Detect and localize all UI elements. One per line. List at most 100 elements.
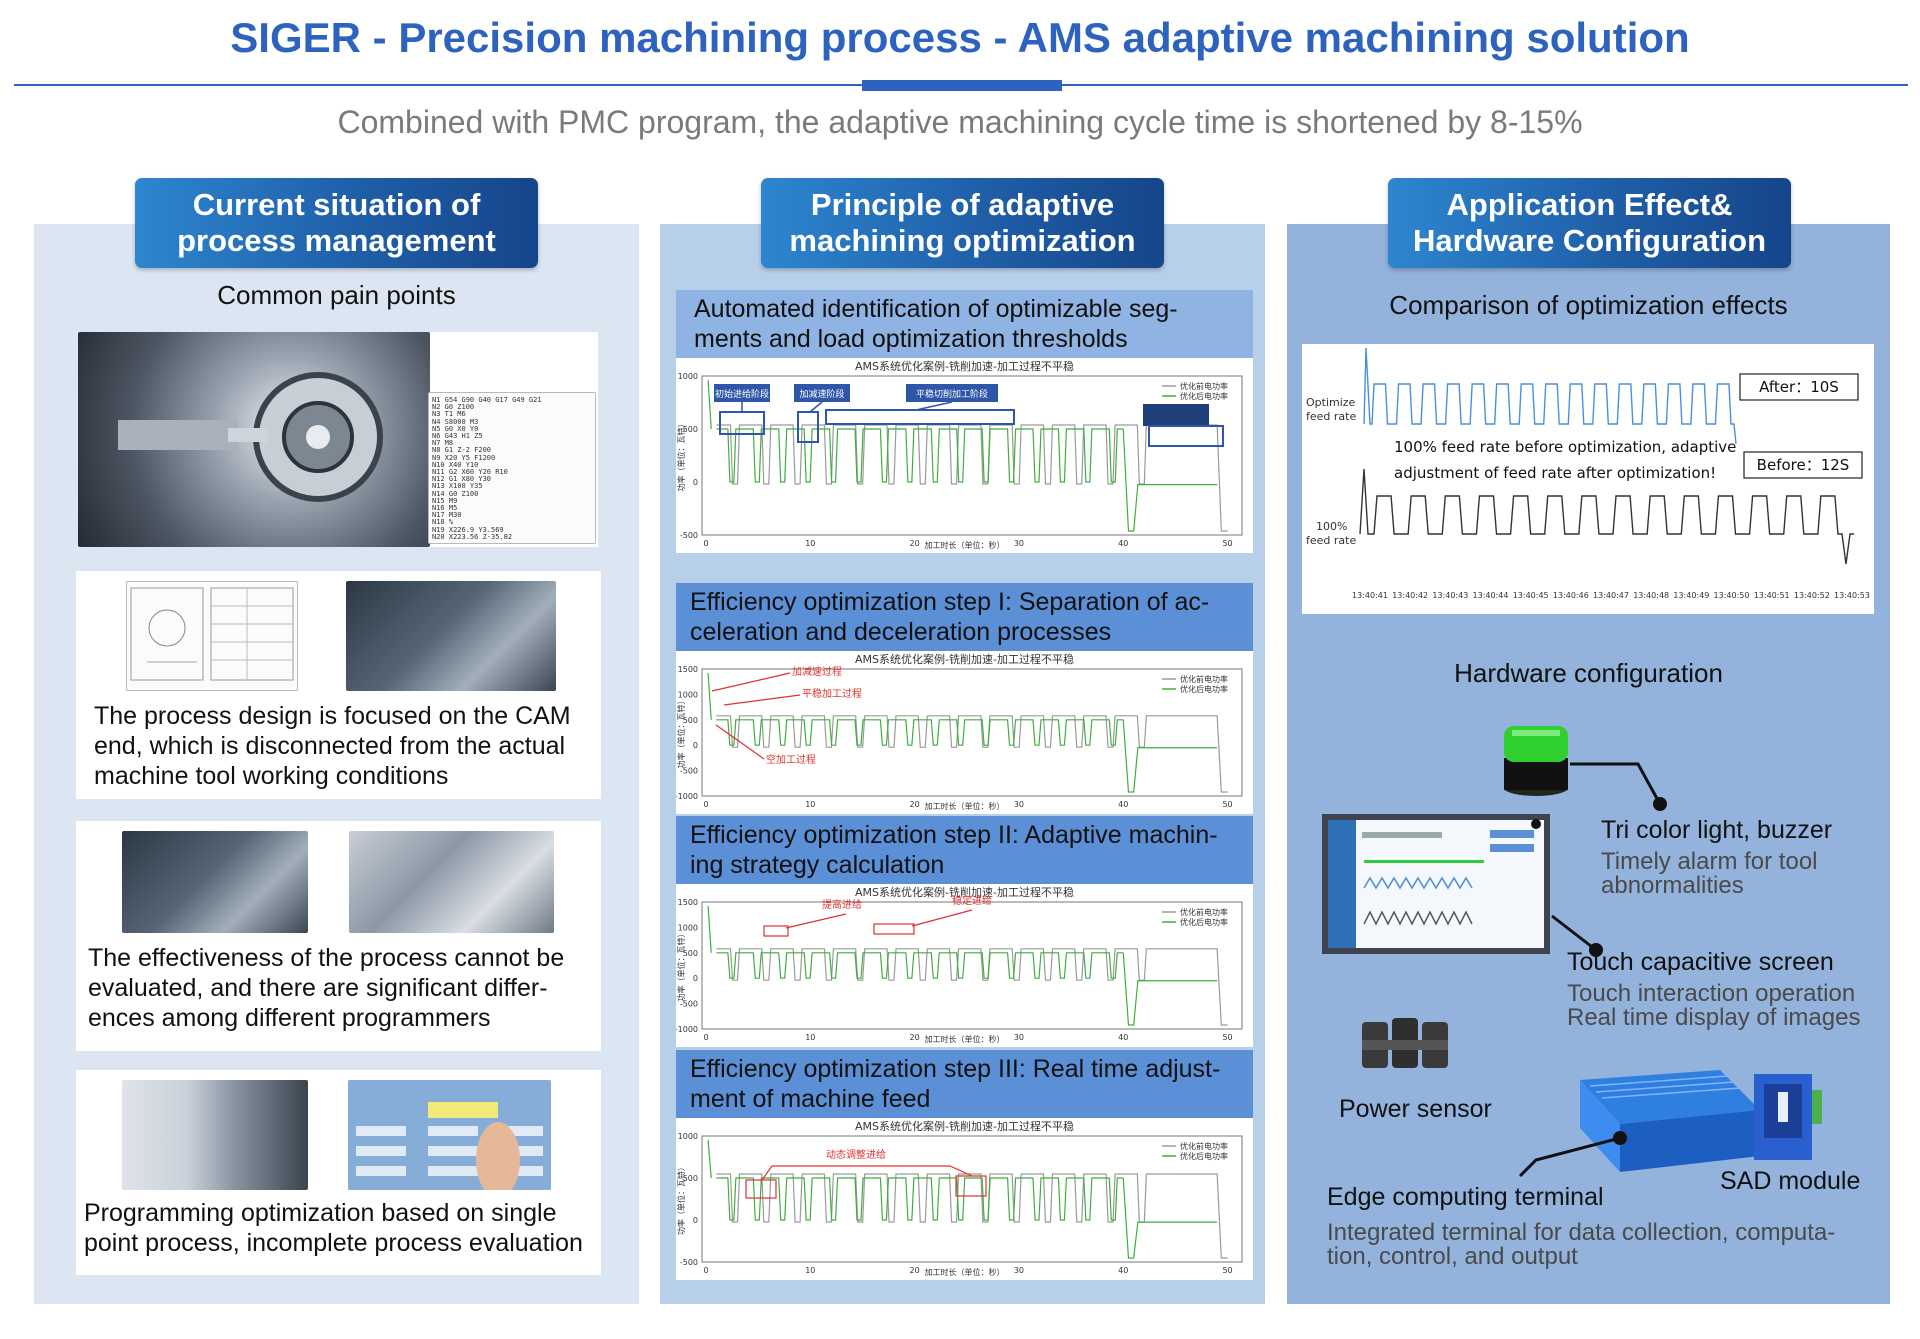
time-tick-label: 13:40:49 (1673, 591, 1709, 600)
annotation-label: 空加工过程 (766, 753, 816, 766)
column-header-line: Current situation of (192, 187, 481, 222)
annotation-box (745, 1179, 777, 1199)
series-before-line (716, 424, 1155, 485)
x-tick-label: 0 (703, 539, 708, 548)
annotation-leader (911, 909, 973, 927)
code-line: N5 G0 X0 Y0 (432, 424, 479, 433)
y-tick-label: 500 (683, 1174, 698, 1183)
x-tick-label: 50 (1222, 800, 1232, 809)
time-tick-label: 13:40:50 (1714, 591, 1750, 600)
pain-point-text: The effectiveness of the process cannot … (88, 943, 564, 1033)
plot-frame (701, 901, 1243, 1030)
chart-title: AMS系统优化案例-铣削加速-加工过程不平稳 (855, 359, 1074, 373)
legend-label: 优化后电功率 (1180, 1151, 1228, 1161)
annotation-leader (785, 913, 847, 929)
x-tick-label: 20 (910, 1266, 920, 1275)
spindle-illustration (118, 372, 383, 502)
optimize-feed-label: feed rate (1306, 410, 1356, 423)
annotation-tag (906, 384, 998, 402)
annotation-label: 提高进给 (822, 898, 862, 911)
y-axis-label: 功率（单位：瓦特） (676, 697, 686, 769)
time-tick-label: 13:40:52 (1794, 591, 1830, 600)
x-tick-label: 0 (703, 800, 708, 809)
series-after-tail (1122, 952, 1218, 1026)
x-tick-label: 40 (1118, 1266, 1128, 1275)
baseline-feed-label: 100% (1316, 520, 1347, 533)
series-after-line (716, 428, 1124, 483)
light-sub-line: abnormalities (1601, 872, 1744, 899)
power-sensor-label: Power sensor (1339, 1095, 1492, 1123)
screen-sub-line: Real time display of images (1567, 1004, 1861, 1031)
x-tick-label: 40 (1118, 539, 1128, 548)
plot-frame (701, 668, 1243, 797)
pain-point-line: The process design is focused on the CAM (94, 702, 571, 730)
pain-point-text: The process design is focused on the CAM… (94, 701, 571, 791)
x-tick-label: 10 (805, 1266, 815, 1275)
annotation-box (797, 411, 819, 443)
annotation-leader (809, 401, 823, 413)
optimize-feed-label: Optimize (1306, 396, 1356, 409)
section-title-comparison: Comparison of optimization effects (1389, 290, 1788, 320)
code-line: N4 S8000 M3 (432, 417, 479, 426)
time-tick-label: 13:40:43 (1432, 591, 1468, 600)
y-tick-label: 500 (683, 949, 698, 958)
code-line: N3 T1 M6 (432, 410, 466, 419)
y-tick-label: -500 (680, 767, 698, 776)
x-axis-label: 加工时长（单位：秒） (925, 1034, 1005, 1044)
tri-color-light-icon (1504, 726, 1568, 796)
section-heading-line: Automated identification of optimizable … (694, 295, 1178, 323)
annotation-label: 加减速过程 (792, 665, 842, 678)
y-tick-label: 0 (693, 974, 698, 983)
x-tick-label: 10 (805, 539, 815, 548)
series-before-tail (1154, 715, 1228, 793)
legend-label: 优化前电功率 (1180, 1141, 1228, 1151)
chart-title: AMS系统优化案例-铣削加速-加工过程不平稳 (855, 885, 1074, 899)
sad-module-icon (1754, 1074, 1822, 1160)
after-label: After：10S (1759, 378, 1839, 396)
x-tick-label: 30 (1014, 800, 1024, 809)
code-line: N11 G2 X60 Y20 R10 (432, 468, 508, 477)
annotation-leader (723, 694, 801, 706)
section-heading-line: ment of machine feed (690, 1085, 931, 1113)
touch-screen-icon (1322, 814, 1550, 954)
pain-point-card: Programming optimization based on single… (76, 1070, 601, 1275)
light-subtitle: Timely alarm for tool abnormalities (1601, 850, 1818, 898)
annotation-box (873, 923, 915, 935)
code-line: N1 G54 G90 G40 G17 G49 G21 (432, 396, 542, 404)
y-tick-label: 1000 (678, 1132, 698, 1141)
y-tick-label: 500 (683, 425, 698, 434)
series-after-tail (1122, 428, 1218, 532)
pain-point-text: Programming optimization based on single… (84, 1198, 583, 1258)
annotation-tag (714, 384, 770, 402)
controller-screen-illustration (348, 1080, 551, 1190)
series-before-line (716, 1173, 1155, 1223)
series-after-tail (1122, 719, 1218, 793)
process-sheet-image (126, 581, 298, 691)
process-drawing-illustration (130, 587, 294, 681)
x-tick-label: 20 (910, 539, 920, 548)
column-header-line: machining optimization (789, 223, 1136, 258)
x-axis-label: 加工时长（单位：秒） (925, 1267, 1005, 1277)
legend-label: 优化前电功率 (1180, 674, 1228, 684)
x-tick-label: 20 (910, 800, 920, 809)
code-line: N17 M30 (432, 511, 462, 520)
pain-point-line: ences among different programmers (88, 1004, 491, 1032)
screen-title: Touch capacitive screen (1567, 948, 1834, 976)
code-line: N10 X40 Y10 (432, 460, 479, 469)
code-line: N6 G43 H1 Z5 (432, 432, 483, 441)
annotation-leader (761, 1165, 973, 1181)
chart-title: AMS系统优化案例-铣削加速-加工过程不平稳 (855, 652, 1074, 666)
edge-terminal-icon (1580, 1070, 1760, 1172)
y-tick-label: 1500 (678, 665, 698, 674)
edge-terminal-subtitle: Integrated terminal for data collection,… (1327, 1221, 1835, 1269)
annotation-leader (715, 724, 765, 760)
plot-frame (701, 1135, 1243, 1263)
light-title: Tri color light, buzzer (1601, 816, 1833, 844)
series-before-line (716, 715, 1155, 748)
pain-point-line: point process, incomplete process evalua… (84, 1229, 583, 1257)
